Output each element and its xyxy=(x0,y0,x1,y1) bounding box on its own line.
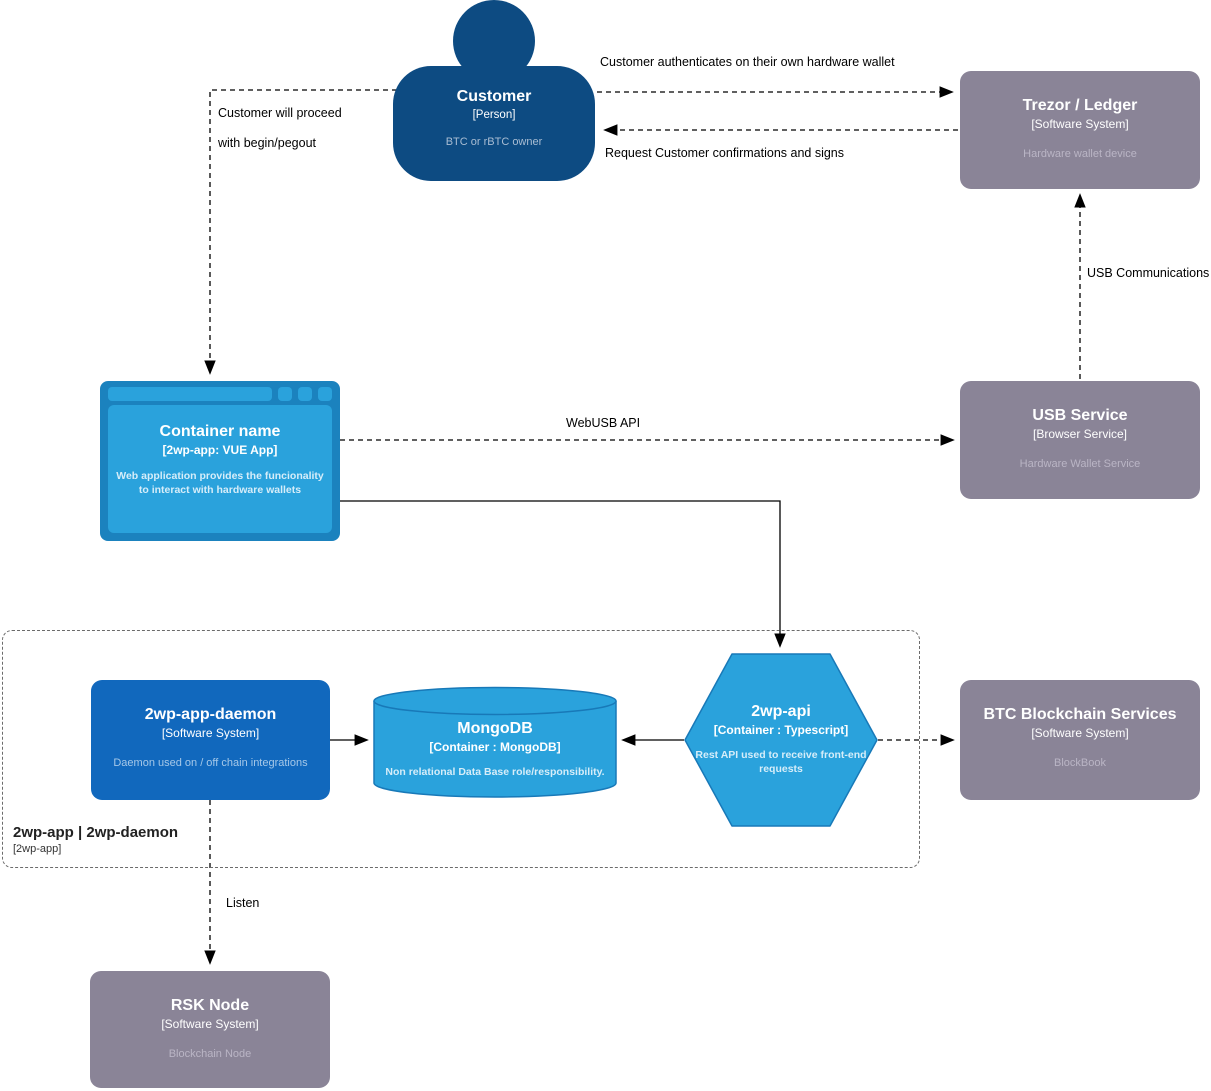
node-2wp-app-daemon: 2wp-app-daemon [Software System] Daemon … xyxy=(91,680,330,800)
node-mongodb: MongoDB [Container : MongoDB] Non relati… xyxy=(373,686,617,798)
node-title: Trezor / Ledger xyxy=(1022,97,1138,114)
edge-label-authenticates: Customer authenticates on their own hard… xyxy=(600,55,895,69)
node-title: USB Service xyxy=(1032,407,1128,424)
node-type: [Software System] xyxy=(161,726,260,741)
node-type: [Person] xyxy=(472,109,516,122)
node-type: [Software System] xyxy=(161,1017,259,1032)
node-desc: Blockchain Node xyxy=(168,1048,252,1061)
edge-customer-to-container xyxy=(204,89,397,375)
boundary-title: 2wp-app | 2wp-daemon xyxy=(13,824,179,841)
node-type: [2wp-app: VUE App] xyxy=(162,443,278,458)
node-desc: BTC or rBTC owner xyxy=(445,135,543,148)
node-2wp-api: 2wp-api [Container : Typescript] Rest AP… xyxy=(684,653,878,827)
edge-label-request-confirmations: Request Customer confirmations and signs xyxy=(605,146,845,160)
node-btc-blockchain-services: BTC Blockchain Services [Software System… xyxy=(960,680,1200,800)
browser-address-bar xyxy=(108,387,272,401)
node-desc: BlockBook xyxy=(1054,757,1106,770)
node-type: [Browser Service] xyxy=(1032,427,1128,442)
node-title: 2wp-app-daemon xyxy=(144,706,277,723)
node-desc: Web application provides the funcionalit… xyxy=(116,470,324,497)
edge-container-to-api xyxy=(340,500,786,648)
edge-label-webusb-api: WebUSB API xyxy=(566,416,641,430)
boundary-label: 2wp-app | 2wp-daemon [2wp-app] xyxy=(13,824,178,855)
node-type: [Container : Typescript] xyxy=(713,723,849,738)
browser-window-bar xyxy=(108,387,332,401)
hexagon-shape xyxy=(684,653,878,827)
node-desc: Non relational Data Base role/responsibi… xyxy=(385,766,605,779)
node-container-2wp-app: Container name [2wp-app: VUE App] Web ap… xyxy=(100,381,340,541)
edge-label-proceed-line2: with begin/pegout xyxy=(218,136,316,150)
database-cylinder-shape xyxy=(373,686,617,798)
node-rsk-node: RSK Node [Software System] Blockchain No… xyxy=(90,971,330,1088)
node-title: 2wp-api xyxy=(751,703,811,720)
browser-content-area: Container name [2wp-app: VUE App] Web ap… xyxy=(108,405,332,533)
node-type: [Software System] xyxy=(1031,726,1129,741)
node-title: BTC Blockchain Services xyxy=(983,706,1177,723)
node-desc: Daemon used on / off chain integrations xyxy=(113,757,308,770)
node-type: [Container : MongoDB] xyxy=(429,740,561,755)
node-desc: Hardware Wallet Service xyxy=(1019,458,1141,471)
node-type: [Software System] xyxy=(1031,117,1129,132)
edge-label-listen: Listen xyxy=(226,896,260,910)
node-title: MongoDB xyxy=(457,720,533,737)
browser-window-button xyxy=(278,387,292,401)
node-trezor-ledger: Trezor / Ledger [Software System] Hardwa… xyxy=(960,71,1200,189)
browser-window-button xyxy=(318,387,332,401)
boundary-2wp-app: 2wp-app | 2wp-daemon [2wp-app] xyxy=(2,630,920,868)
edge-label-usb-communications: USB Communications xyxy=(1087,266,1210,280)
browser-window-button xyxy=(298,387,312,401)
node-usb-service: USB Service [Browser Service] Hardware W… xyxy=(960,381,1200,499)
node-title: Customer xyxy=(456,88,532,105)
boundary-type: [2wp-app] xyxy=(13,843,62,855)
node-desc: Rest API used to receive front-end reque… xyxy=(695,749,867,776)
node-title: Container name xyxy=(159,423,281,440)
node-desc: Hardware wallet device xyxy=(1023,148,1137,161)
edge-label-proceed-line1: Customer will proceed xyxy=(218,106,342,120)
node-title: RSK Node xyxy=(170,997,250,1014)
node-customer: Customer [Person] BTC or rBTC owner xyxy=(393,66,595,181)
